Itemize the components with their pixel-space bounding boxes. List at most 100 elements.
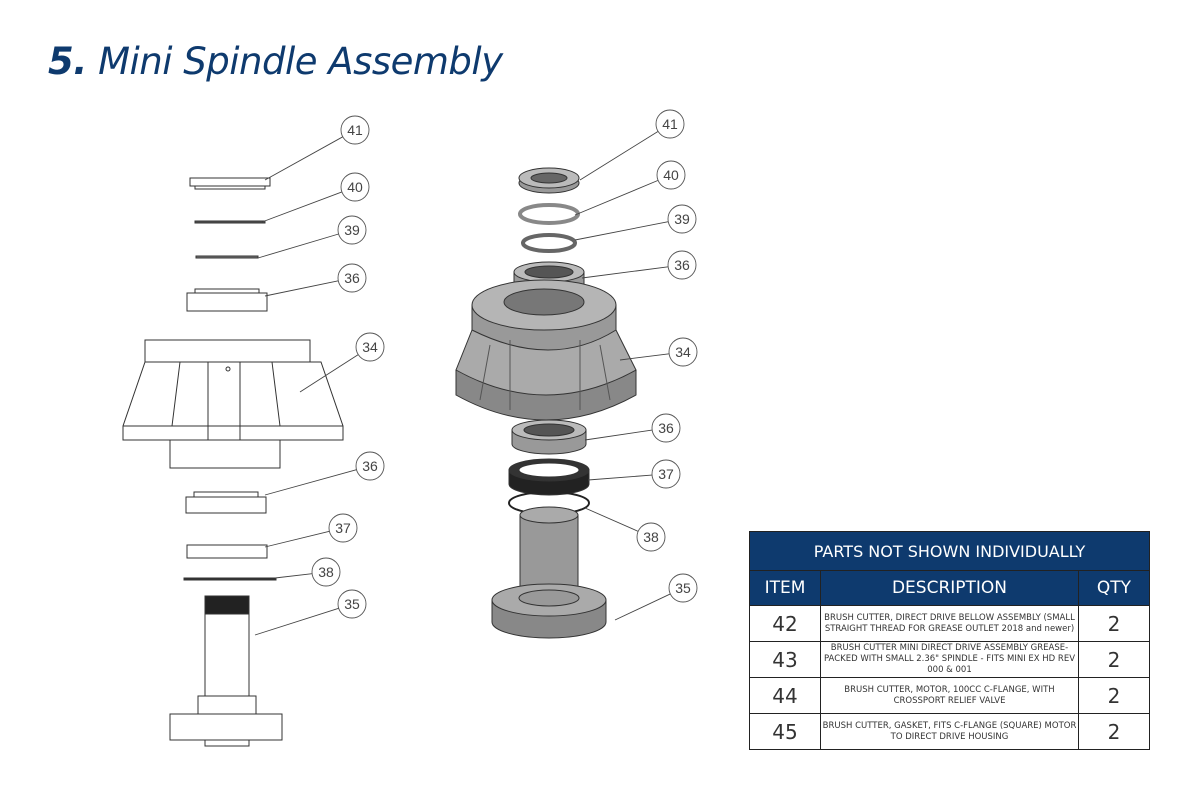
callout-37: 37	[264, 513, 358, 548]
left-side-view-drawing	[122, 177, 344, 747]
grease-hole	[225, 366, 231, 372]
callout-circle	[655, 109, 685, 139]
leader-line	[264, 136, 343, 181]
callout-37: 37	[587, 459, 681, 489]
part-34-housing	[122, 339, 344, 469]
callout-circle	[651, 413, 681, 443]
part-37-seal	[186, 544, 268, 559]
callout-label: 36	[362, 458, 378, 474]
right-isometric-drawing	[455, 167, 637, 639]
callout-circle	[355, 332, 385, 362]
callout-circle	[668, 337, 698, 367]
callout-circle	[337, 263, 367, 293]
part-40-washer	[518, 203, 580, 225]
callout-circle	[667, 204, 697, 234]
callout-38: 38	[274, 557, 341, 587]
callout-36: 36	[264, 451, 385, 496]
description-cell: BRUSH CUTTER MINI DIRECT DRIVE ASSEMBLY …	[820, 641, 1079, 678]
callout-circle	[355, 451, 385, 481]
callout-34: 34	[619, 337, 698, 367]
part-40-washer	[194, 220, 266, 224]
leader-line	[264, 469, 357, 496]
callout-label: 36	[674, 257, 690, 273]
item-cell: 43	[749, 641, 821, 678]
callout-label: 35	[344, 596, 360, 612]
callout-circle	[337, 589, 367, 619]
leader-line	[264, 280, 339, 297]
section-title: Mini Spindle Assembly	[98, 40, 503, 83]
callout-35: 35	[614, 573, 698, 621]
right-callouts: 41 40 39 36 34 36 37 38 35	[574, 109, 698, 621]
section-number: 5.	[48, 40, 87, 83]
callout-35: 35	[254, 589, 367, 636]
callout-36: 36	[584, 413, 681, 443]
item-cell: 45	[749, 713, 821, 750]
callout-label: 41	[662, 116, 678, 132]
callout-label: 37	[335, 520, 351, 536]
parts-table: PARTS NOT SHOWN INDIVIDUALLY ITEM DESCRI…	[749, 531, 1150, 750]
callout-circle	[668, 573, 698, 603]
callout-36: 36	[581, 250, 697, 280]
callout-label: 35	[675, 580, 691, 596]
part-39-ring	[521, 233, 577, 253]
callout-label: 40	[663, 167, 679, 183]
table-caption: PARTS NOT SHOWN INDIVIDUALLY	[749, 531, 1150, 571]
header-description: DESCRIPTION	[820, 570, 1079, 606]
callout-circle	[656, 160, 686, 190]
leader-line	[614, 593, 671, 621]
description-cell: BRUSH CUTTER, MOTOR, 100CC C-FLANGE, WIT…	[820, 677, 1079, 714]
leader-line	[587, 474, 653, 481]
item-cell: 44	[749, 677, 821, 714]
leader-line	[579, 131, 659, 181]
callout-label: 34	[362, 339, 378, 355]
leader-line	[574, 221, 669, 241]
callout-label: 38	[318, 564, 334, 580]
leader-line	[261, 191, 343, 223]
part-36-bearing-bottom	[185, 491, 267, 514]
callout-circle	[328, 513, 358, 543]
callout-circle	[667, 250, 697, 280]
callout-41: 41	[579, 109, 685, 181]
leader-line	[274, 573, 313, 579]
leader-line	[619, 353, 670, 361]
callout-label: 36	[658, 420, 674, 436]
callout-label: 38	[643, 529, 659, 545]
callout-circle	[340, 172, 370, 202]
callout-circle	[651, 459, 681, 489]
leader-line	[574, 179, 659, 216]
description-cell: BRUSH CUTTER, DIRECT DRIVE BELLOW ASSEMB…	[820, 605, 1079, 642]
header-qty: QTY	[1078, 570, 1150, 606]
callout-circle	[636, 522, 666, 552]
leader-line	[581, 266, 669, 279]
callout-circle	[337, 215, 367, 245]
leader-line	[299, 354, 359, 393]
callout-40: 40	[574, 160, 686, 216]
callout-label: 37	[658, 466, 674, 482]
callout-label: 39	[674, 211, 690, 227]
part-38-oring	[183, 577, 277, 581]
callout-39: 39	[257, 215, 367, 259]
part-35-spindle-flange	[169, 695, 283, 747]
callout-label: 39	[344, 222, 360, 238]
callout-41: 41	[264, 115, 370, 181]
callout-circle	[340, 115, 370, 145]
callout-38: 38	[584, 507, 666, 552]
callout-40: 40	[261, 172, 370, 223]
callout-label: 36	[344, 270, 360, 286]
leader-line	[254, 607, 339, 636]
callout-label: 40	[347, 179, 363, 195]
description-cell: BRUSH CUTTER, GASKET, FITS C-FLANGE (SQU…	[820, 713, 1079, 750]
qty-cell: 2	[1078, 605, 1150, 642]
callout-39: 39	[574, 204, 697, 241]
callout-label: 34	[675, 344, 691, 360]
part-36-bearing-top	[186, 288, 268, 312]
leader-line	[264, 530, 330, 548]
item-cell: 42	[749, 605, 821, 642]
part-39-ring	[195, 255, 259, 259]
